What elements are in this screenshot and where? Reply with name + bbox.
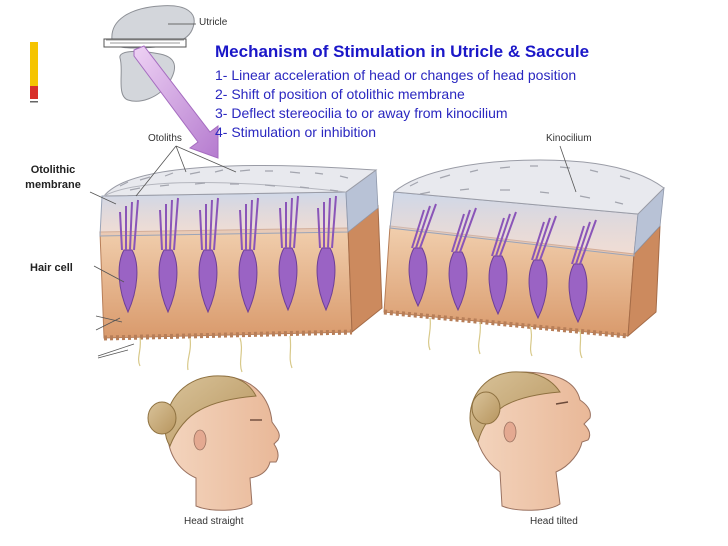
left-hair-cells xyxy=(118,247,336,314)
right-stereocilia xyxy=(411,203,597,265)
step-4: 4- Stimulation or inhibition xyxy=(215,124,377,140)
accent-bar-yellow xyxy=(30,42,38,86)
step-2: 2- Shift of position of otolithic membra… xyxy=(215,86,465,102)
accent-line xyxy=(30,101,38,103)
right-tissue-block xyxy=(383,159,665,359)
slide-title: Mechanism of Stimulation in Utricle & Sa… xyxy=(215,42,590,61)
utricle-label: Utricle xyxy=(199,17,228,28)
head-tilted-figure xyxy=(469,371,591,511)
pointer-lines xyxy=(89,145,577,359)
right-hair-cells xyxy=(408,247,588,324)
step-3: 3- Deflect stereocilia to or away from k… xyxy=(215,105,508,121)
otoliths-label: Otoliths xyxy=(148,133,182,144)
step-1: 1- Linear acceleration of head or change… xyxy=(215,67,577,83)
left-stereocilia xyxy=(119,195,337,251)
kinocilium-label: Kinocilium xyxy=(546,133,592,144)
accent-bar-red xyxy=(30,86,38,99)
head-straight-caption: Head straight xyxy=(184,516,244,527)
head-straight-figure xyxy=(147,375,280,511)
zoom-arrow xyxy=(133,45,219,159)
otolithic-membrane-label: Otolithic membrane xyxy=(14,163,92,193)
head-tilted-caption: Head tilted xyxy=(530,516,578,527)
hair-cell-label: Hair cell xyxy=(30,262,73,274)
otolithic-membrane-label-line2: membrane xyxy=(25,179,81,191)
otolithic-membrane-label-line1: Otolithic xyxy=(30,164,76,176)
